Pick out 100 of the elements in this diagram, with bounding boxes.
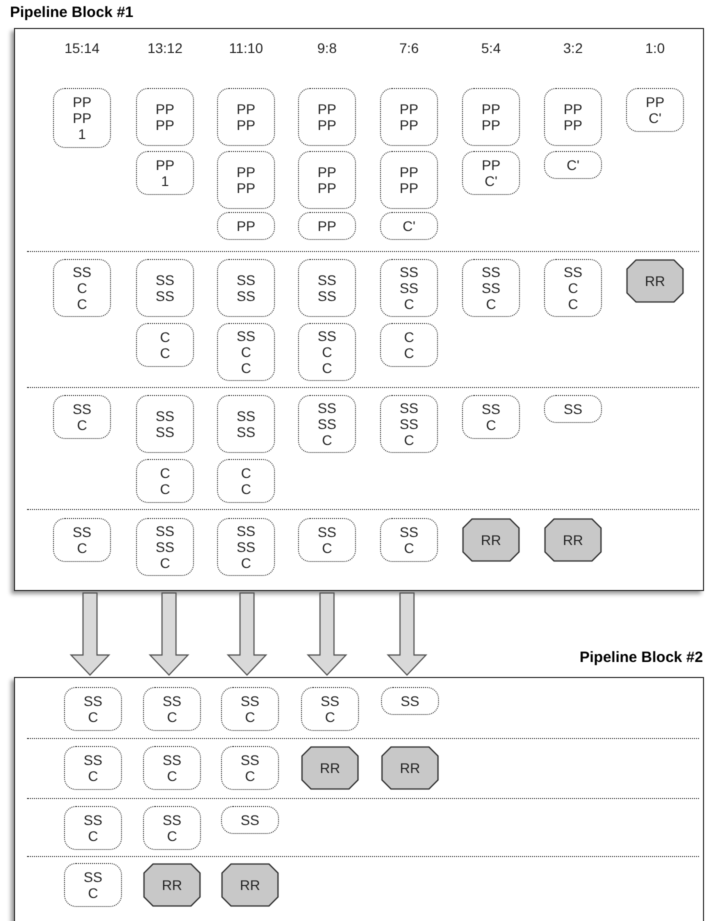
stage-label: C C xyxy=(160,465,170,497)
stage-box xyxy=(298,518,356,562)
block-arrow xyxy=(306,592,348,676)
stage-box xyxy=(221,806,279,834)
stage-label: SS SS xyxy=(236,272,256,304)
stage-label: C' xyxy=(402,218,416,234)
stage-label: SS xyxy=(400,693,420,709)
stage-box xyxy=(298,259,356,317)
stage-box xyxy=(298,323,356,381)
stage-box xyxy=(136,88,194,146)
stage-label: SS C xyxy=(162,752,182,784)
stage-box xyxy=(64,863,122,907)
stage-label: SS SS C xyxy=(400,264,418,312)
stage-box xyxy=(381,687,439,715)
stage-box xyxy=(462,151,520,195)
stage-label: SS C C xyxy=(318,328,336,376)
stage-box xyxy=(380,88,438,146)
block-arrow xyxy=(70,592,110,676)
stage-label: PP xyxy=(236,218,256,234)
stage-box xyxy=(136,518,194,576)
stage-box xyxy=(626,88,684,132)
stage-label: SS SS C xyxy=(156,523,174,571)
stage-label: RR xyxy=(562,532,584,548)
column-header: 9:8 xyxy=(316,40,338,56)
stage-label: SS SS xyxy=(236,408,256,440)
register-octagon xyxy=(143,863,201,907)
stage-box xyxy=(221,746,279,790)
block-arrow xyxy=(148,592,190,676)
column-header: 15:14 xyxy=(63,40,101,56)
stage-box xyxy=(380,518,438,562)
stage-label: PP 1 xyxy=(156,157,174,189)
stage-box xyxy=(143,687,201,731)
stage-label: SS C C xyxy=(72,264,92,312)
stage-box xyxy=(217,88,275,146)
stage-label: PP PP xyxy=(400,164,418,196)
stage-box xyxy=(462,259,520,317)
column-header: 13:12 xyxy=(146,40,184,56)
register-octagon xyxy=(221,863,279,907)
stage-label: PP xyxy=(318,218,336,234)
column-header: 11:10 xyxy=(228,40,264,56)
stage-box xyxy=(136,395,194,453)
stage-box xyxy=(298,151,356,209)
stage-box xyxy=(544,151,602,179)
stage-box xyxy=(143,746,201,790)
stage-label: SS C C xyxy=(236,328,256,376)
register-octagon xyxy=(301,746,359,790)
stage-box xyxy=(217,259,275,317)
stage-box xyxy=(544,395,602,423)
stage-box xyxy=(217,395,275,453)
stage-label: PP PP 1 xyxy=(72,94,92,142)
block-heading: Pipeline Block #1 xyxy=(10,4,134,21)
stage-label: PP PP xyxy=(236,101,256,133)
column-header: 1:0 xyxy=(644,40,666,56)
stage-box xyxy=(143,806,201,850)
stage-label: SS C xyxy=(400,524,418,556)
stage-label: SS C xyxy=(320,693,340,725)
block-heading: Pipeline Block #2 xyxy=(580,649,703,666)
stage-label: SS C xyxy=(240,693,260,725)
stage-box xyxy=(380,212,438,240)
stage-label: PP PP xyxy=(318,164,336,196)
stage-box xyxy=(136,151,194,195)
stage-label: PP PP xyxy=(318,101,336,133)
stage-label: RR xyxy=(400,760,420,776)
stage-label: SS C xyxy=(72,401,92,433)
column-header: 3:2 xyxy=(562,40,584,56)
stage-label: SS SS C xyxy=(400,400,418,448)
register-octagon xyxy=(626,259,684,303)
stage-box xyxy=(217,323,275,381)
stage-box xyxy=(53,395,111,439)
stage-label: SS C xyxy=(84,752,102,784)
stage-label: SS C C xyxy=(564,264,582,312)
column-header: 7:6 xyxy=(398,40,420,56)
stage-box xyxy=(380,323,438,367)
stage-box xyxy=(217,151,275,209)
stage-label: RR xyxy=(480,532,502,548)
stage-box xyxy=(136,323,194,367)
stage-label: SS C xyxy=(84,869,102,901)
stage-label: SS C xyxy=(482,401,500,433)
stage-label: PP PP xyxy=(564,101,582,133)
stage-box xyxy=(64,687,122,731)
column-header: 5:4 xyxy=(480,40,502,56)
register-octagon xyxy=(381,746,439,790)
pipeline-block-panel xyxy=(14,677,704,921)
stage-label: SS SS C xyxy=(482,264,500,312)
register-octagon xyxy=(544,518,602,562)
stage-label: SS SS xyxy=(156,408,174,440)
stage-label: PP PP xyxy=(156,101,174,133)
stage-box xyxy=(53,518,111,562)
stage-label: SS xyxy=(240,812,260,828)
stage-label: SS SS xyxy=(156,272,174,304)
stage-label: SS C xyxy=(318,524,336,556)
stage-label: SS C xyxy=(240,752,260,784)
block-arrow xyxy=(386,592,428,676)
stage-label: RR xyxy=(240,877,260,893)
stage-label: PP C' xyxy=(482,157,500,189)
stage-label: C' xyxy=(566,157,580,173)
stage-label: PP PP xyxy=(400,101,418,133)
stage-box xyxy=(380,151,438,209)
stage-label: RR xyxy=(644,273,666,289)
stage-label: PP PP xyxy=(236,164,256,196)
